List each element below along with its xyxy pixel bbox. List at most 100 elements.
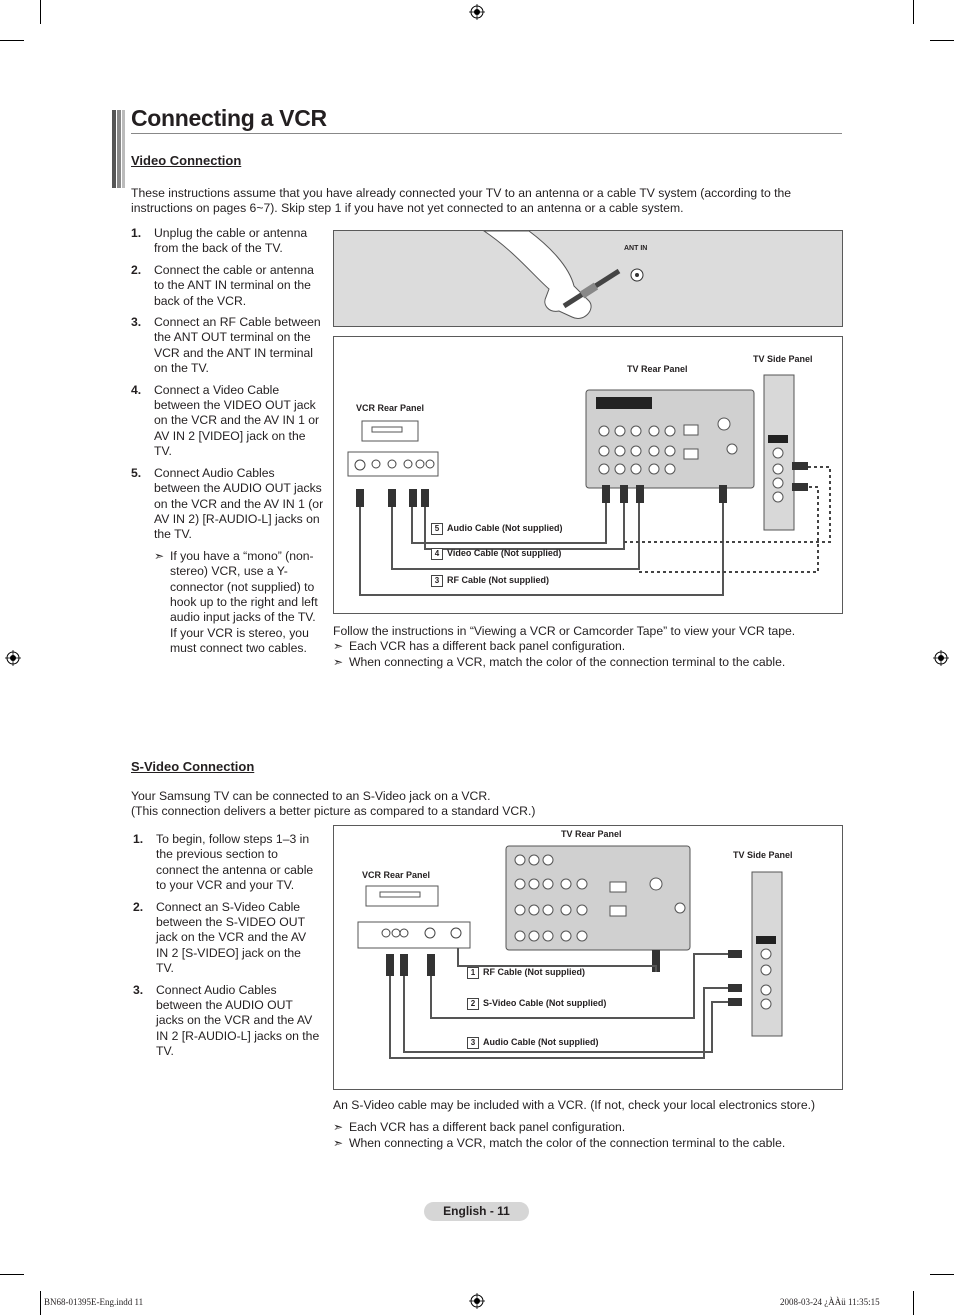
registration-mark-icon bbox=[5, 650, 21, 666]
antenna-diagram: ANT IN bbox=[333, 230, 843, 327]
cable-number: 1 bbox=[467, 967, 479, 979]
mono-note-text: If you have a “mono” (non-stereo) VCR, u… bbox=[170, 548, 318, 656]
cable-label-text: S-Video Cable (Not supplied) bbox=[483, 998, 607, 1008]
sidebar-accent-bar bbox=[117, 110, 121, 188]
crop-mark bbox=[0, 40, 24, 41]
video-intro: These instructions assume that you have … bbox=[131, 186, 831, 217]
svideo-wiring-illustration bbox=[357, 845, 783, 1059]
sidebar-accent-bar bbox=[122, 110, 125, 188]
cable-label-text: RF Cable (Not supplied) bbox=[483, 967, 585, 977]
step-number: 2. bbox=[131, 262, 142, 277]
sidebar-accent-bar bbox=[112, 110, 116, 188]
step-number: 3. bbox=[133, 982, 144, 997]
cable-label-text: RF Cable (Not supplied) bbox=[447, 575, 549, 585]
step-text: Connect a Video Cable between the VIDEO … bbox=[154, 382, 320, 459]
crop-mark bbox=[930, 1274, 954, 1275]
note-arrow-icon: ➣ bbox=[333, 639, 344, 654]
svideo-follow-text: An S-Video cable may be included with a … bbox=[333, 1098, 816, 1112]
note-arrow-icon: ➣ bbox=[333, 654, 344, 669]
cable-label: 1 RF Cable (Not supplied) bbox=[467, 967, 585, 979]
cable-label-text: Audio Cable (Not supplied) bbox=[483, 1037, 599, 1047]
file-meta-left: BN68-01395E-Eng.indd 11 bbox=[44, 1297, 144, 1307]
step-text: Connect an S-Video Cable between the S-V… bbox=[156, 899, 307, 976]
video-connection-heading: Video Connection bbox=[131, 153, 242, 168]
title-rule bbox=[131, 133, 842, 134]
page-number-badge: English - 11 bbox=[424, 1202, 529, 1221]
note-text: When connecting a VCR, match the color o… bbox=[349, 654, 786, 669]
cable-label: 3 RF Cable (Not supplied) bbox=[431, 575, 549, 587]
step-item: 4. Connect a Video Cable between the VIDE… bbox=[131, 383, 324, 460]
step-item: 2. Connect an S-Video Cable between the S… bbox=[133, 900, 321, 977]
vcr-rear-panel-label: VCR Rear Panel bbox=[356, 403, 425, 413]
video-connection-diagram: TV Side Panel TV Rear Panel VCR Rear Pan… bbox=[333, 336, 843, 614]
step-text: Unplug the cable or antenna from the bac… bbox=[154, 226, 308, 256]
note-item: ➣ When connecting a VCR, match the color … bbox=[333, 655, 843, 670]
step-number: 3. bbox=[131, 315, 142, 330]
file-meta-right: 2008-03-24 ¿ÀÀü 11:35:15 bbox=[780, 1297, 880, 1307]
svideo-connection-diagram: TV Rear Panel TV Side Panel VCR Rear Pan… bbox=[333, 825, 843, 1090]
step-number: 5. bbox=[131, 465, 142, 480]
note-text: Each VCR has a different back panel conf… bbox=[349, 639, 626, 654]
step-number: 1. bbox=[131, 226, 142, 240]
step-item: 2. Connect the cable or antenna to the AN… bbox=[131, 263, 324, 309]
cable-number: 3 bbox=[431, 575, 443, 587]
step-item: 3. Connect an RF Cable between the ANT OU… bbox=[131, 315, 324, 377]
svideo-steps: 1. To begin, follow steps 1–3 in the prev… bbox=[133, 832, 321, 1066]
step-item: 3.Connect Audio Cables between the AUDIO… bbox=[133, 983, 321, 1060]
crop-mark bbox=[913, 0, 914, 24]
step-text: Connect the cable or antenna to the ANT … bbox=[154, 262, 314, 308]
crop-mark bbox=[0, 1274, 24, 1275]
cable-label-text: Audio Cable (Not supplied) bbox=[447, 523, 563, 533]
step-number: 4. bbox=[131, 382, 142, 397]
mono-note: ➣ If you have a “mono” (non-stereo) VCR, … bbox=[131, 549, 324, 657]
note-arrow-icon: ➣ bbox=[333, 1135, 344, 1150]
crop-mark bbox=[40, 0, 41, 24]
note-text: When connecting a VCR, match the color o… bbox=[349, 1135, 786, 1150]
video-follow-text: Follow the instructions in “Viewing a VC… bbox=[333, 624, 796, 638]
tv-rear-panel-label: TV Rear Panel bbox=[561, 829, 622, 839]
cable-number: 5 bbox=[431, 523, 443, 535]
step-number: 2. bbox=[133, 899, 144, 914]
note-arrow-icon: ➣ bbox=[154, 548, 165, 563]
video-steps: 1. Unplug the cable or antenna from the b… bbox=[131, 226, 324, 663]
note-item: ➣ Each VCR has a different back panel con… bbox=[333, 639, 843, 654]
tv-side-panel-label: TV Side Panel bbox=[733, 850, 793, 860]
page-title: Connecting a VCR bbox=[131, 105, 327, 131]
note-arrow-icon: ➣ bbox=[333, 1120, 344, 1135]
svideo-intro: Your Samsung TV can be connected to an S… bbox=[131, 789, 831, 820]
ant-in-jack-icon bbox=[630, 268, 644, 282]
video-wiring-illustration bbox=[347, 374, 831, 596]
video-intro-line: These instructions assume that you have … bbox=[131, 186, 792, 200]
cable-label: 5 Audio Cable (Not supplied) bbox=[431, 523, 563, 535]
step-item: 5. Connect Audio Cables between the AUDIO… bbox=[131, 466, 324, 543]
ant-in-label: ANT IN bbox=[624, 245, 648, 252]
step-text: Connect an RF Cable between the ANT OUT … bbox=[154, 315, 321, 376]
note-item: ➣ When connecting a VCR, match the color … bbox=[333, 1136, 843, 1151]
video-intro-line: instructions on pages 6~7). Skip step 1 … bbox=[131, 201, 684, 216]
cable-label: 3 Audio Cable (Not supplied) bbox=[467, 1037, 599, 1049]
crop-mark bbox=[40, 1291, 41, 1315]
step-text: Connect Audio Cables between the AUDIO O… bbox=[154, 465, 324, 542]
note-item: ➣ Each VCR has a different back panel con… bbox=[333, 1120, 843, 1135]
step-item: 1. Unplug the cable or antenna from the b… bbox=[131, 226, 324, 257]
step-text: To begin, follow steps 1–3 in the previo… bbox=[156, 832, 314, 893]
video-follow-block: Follow the instructions in “Viewing a VC… bbox=[333, 624, 843, 670]
tv-side-panel-label: TV Side Panel bbox=[753, 354, 813, 364]
cable-label-text: Video Cable (Not supplied) bbox=[447, 548, 562, 558]
step-item: 1. To begin, follow steps 1–3 in the prev… bbox=[133, 832, 321, 894]
registration-mark-icon bbox=[933, 650, 949, 666]
svideo-intro-line: Your Samsung TV can be connected to an S… bbox=[131, 789, 491, 803]
svideo-intro-line: (This connection delivers a better pictu… bbox=[131, 804, 536, 819]
hand-plugging-cable-illustration bbox=[483, 231, 621, 319]
tv-rear-panel-label: TV Rear Panel bbox=[627, 364, 688, 374]
registration-mark-icon bbox=[469, 1293, 485, 1309]
step-number: 1. bbox=[133, 832, 144, 846]
cable-number: 3 bbox=[467, 1037, 479, 1049]
note-text: Each VCR has a different back panel conf… bbox=[349, 1120, 626, 1135]
svideo-follow-block: An S-Video cable may be included with a … bbox=[333, 1098, 843, 1151]
crop-mark bbox=[913, 1291, 914, 1315]
vcr-rear-panel-label: VCR Rear Panel bbox=[362, 870, 431, 880]
svideo-connection-heading: S-Video Connection bbox=[131, 759, 255, 774]
